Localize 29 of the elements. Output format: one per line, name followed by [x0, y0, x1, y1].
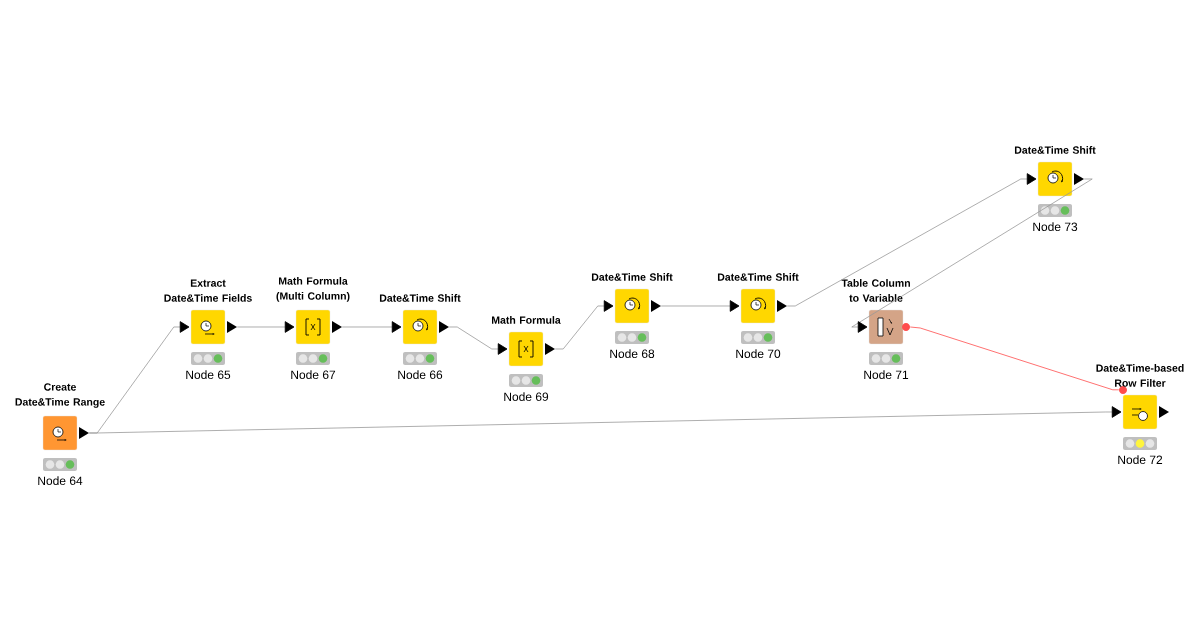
node-title: Extract Date&Time Fields: [164, 279, 252, 302]
connector: [554, 300, 614, 350]
connector: [341, 321, 402, 333]
node-label: Node 73: [1033, 222, 1078, 231]
node-label: Node 67: [291, 370, 336, 379]
connector: [660, 300, 740, 312]
node-label: Node 71: [864, 370, 909, 379]
connector: [909, 326, 1120, 391]
node-label: Node 64: [38, 476, 83, 485]
connector: [88, 406, 1122, 434]
node-label: Node 70: [736, 349, 781, 358]
node-label: Node 66: [398, 370, 443, 379]
node-label: Node 68: [610, 349, 655, 358]
node-title: Create Date&Time Range: [15, 383, 105, 408]
node-title: Math Formula (Multi Column): [276, 277, 350, 302]
connector: [786, 173, 1037, 307]
node-title: Date&Time Shift: [717, 273, 799, 281]
connector: [448, 326, 508, 355]
node-title: Date&Time Shift: [1014, 146, 1096, 154]
node-title: Table Column to Variable: [841, 279, 910, 302]
node-title: Date&Time Shift: [379, 294, 461, 302]
node-title: Math Formula: [492, 316, 561, 324]
connector: [236, 321, 295, 333]
node-label: Node 69: [504, 392, 549, 401]
connector: [851, 178, 1093, 333]
node-title: Date&Time-based Row Filter: [1096, 364, 1184, 387]
node-label: Node 65: [186, 370, 231, 379]
node-title: Date&Time Shift: [591, 273, 673, 281]
node-label: Node 72: [1118, 455, 1163, 464]
